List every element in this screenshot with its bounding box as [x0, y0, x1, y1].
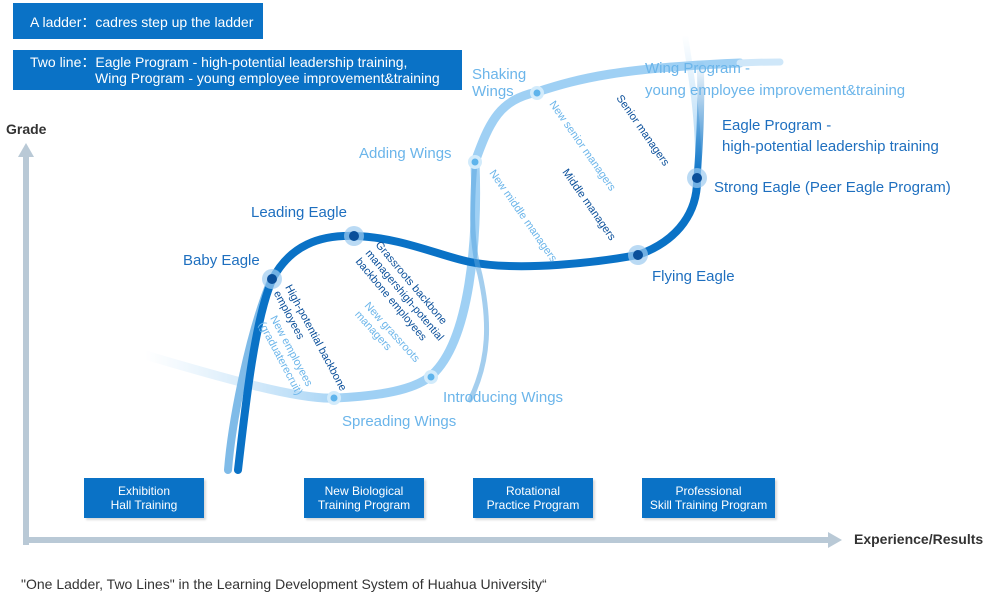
flying-eagle-node: [633, 250, 643, 260]
wing-stage-labels: Spreading Wings Introducing Wings Adding…: [342, 60, 905, 430]
two-lines-banner: Two line：Eagle Program - high-potential …: [13, 50, 462, 90]
x-axis-arrow: [828, 532, 842, 548]
wing-program-label-line1: Wing Program -: [645, 60, 750, 77]
adding-wings-node: [471, 158, 479, 166]
wing-curve-tail: [736, 58, 784, 67]
program-box-rotational: Rotational Practice Program: [473, 478, 593, 518]
ladder-banner-text: A ladder：cadres step up the ladder: [30, 14, 254, 30]
two-lines-banner-line2: Wing Program - young employee improvemen…: [95, 70, 440, 86]
x-axis-label: Experience/Results: [854, 531, 984, 547]
shaking-wings-node: [533, 89, 541, 97]
spreading-wings-label: Spreading Wings: [342, 413, 456, 430]
leading-eagle-node: [349, 231, 359, 241]
baby-eagle-node: [267, 274, 277, 284]
eagle-stage-labels: Baby Eagle Leading Eagle Flying Eagle St…: [183, 117, 951, 285]
new-senior-managers-text: New senior managers: [547, 99, 618, 194]
introducing-wings-node: [427, 373, 435, 381]
wing-rotated-labels: New employees (graduaterecruit) New gras…: [256, 99, 618, 397]
senior-managers-text: Senior managers: [614, 93, 672, 169]
program-box-line2: Skill Training Program: [649, 498, 768, 512]
program-box-line1: Professional: [675, 484, 742, 498]
introducing-wings-label: Introducing Wings: [443, 389, 563, 406]
y-axis-arrow: [18, 143, 34, 157]
new-middle-managers-label: New middle managers: [487, 168, 560, 265]
spreading-wings-node: [330, 394, 338, 402]
two-lines-banner-line1: Two line：Eagle Program - high-potential …: [30, 54, 408, 70]
wing-program-label-line2: young employee improvement&training: [645, 82, 905, 99]
new-senior-managers-label: New senior managers: [547, 99, 618, 194]
eagle-top-fade: [693, 56, 705, 182]
eagle-program-label-line2: high-potential leadership training: [722, 138, 939, 155]
strong-eagle-node: [692, 173, 702, 183]
wing-nodes: [327, 86, 544, 405]
eagle-crossing-stroke: [467, 159, 490, 403]
eagle-nodes: [262, 168, 707, 289]
shaking-wings-label-line2: Wings: [472, 83, 514, 100]
strong-eagle-label: Strong Eagle (Peer Eagle Program): [714, 179, 951, 196]
figure-caption: "One Ladder, Two Lines" in the Learning …: [21, 576, 547, 592]
program-box-line1: Exhibition: [117, 484, 171, 498]
ladder-banner: A ladder：cadres step up the ladder: [13, 3, 263, 39]
adding-wings-label: Adding Wings: [359, 145, 452, 162]
leading-eagle-label: Leading Eagle: [251, 204, 347, 221]
baby-eagle-label: Baby Eagle: [183, 252, 260, 269]
program-box-exhibition: Exhibition Hall Training: [84, 478, 204, 518]
new-middle-managers-text: New middle managers: [487, 168, 560, 265]
wing-curve-main: [140, 58, 745, 403]
program-box-new-biological: New Biological Training Program: [304, 478, 424, 518]
shaking-wings-label-line1: Shaking: [472, 66, 526, 83]
program-box-line2: Hall Training: [110, 498, 178, 512]
y-axis-label: Grade: [6, 121, 47, 137]
program-box-professional: Professional Skill Training Program: [642, 478, 775, 518]
program-box-line1: New Biological: [324, 484, 404, 498]
program-box-line2: Practice Program: [486, 498, 580, 512]
eagle-program-label-line1: Eagle Program -: [722, 117, 831, 134]
program-box-line2: Training Program: [317, 498, 411, 512]
axes: [18, 143, 842, 548]
program-box-line1: Rotational: [505, 484, 561, 498]
flying-eagle-label: Flying Eagle: [652, 268, 735, 285]
senior-managers-label: Senior managers: [614, 93, 672, 169]
